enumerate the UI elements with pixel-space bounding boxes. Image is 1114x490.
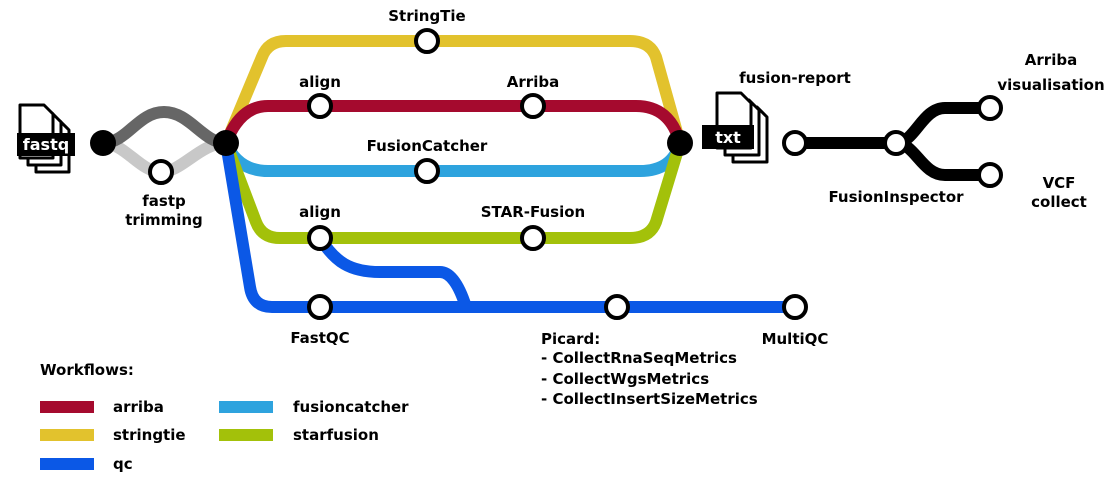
label-picard-insertsize: - CollectInsertSizeMetrics [541,390,758,408]
station-fusion-report [782,130,808,156]
label-fusion-report: fusion-report [739,69,851,87]
route-starfusion [220,137,686,244]
label-stringtie: StringTie [388,7,465,25]
legend-swatch-qc [40,458,94,470]
station-align-arriba [307,93,333,119]
station-fusion-inspector [883,130,909,156]
label-vcf: VCF [1043,174,1076,192]
route-report-arriba-vis [890,102,996,149]
legend-label-qc: qc [113,455,133,473]
station-vcf [977,162,1003,188]
route-report-vcf [890,137,996,181]
junction-merge [667,130,693,156]
label-picard-rnaseq: - CollectRnaSeqMetrics [541,349,737,367]
route-arriba [220,100,686,149]
legend-swatch-arriba [40,401,94,413]
label-picard-wgs: - CollectWgsMetrics [541,370,709,388]
route-qc-branch [314,232,472,313]
label-arriba: Arriba [507,73,559,91]
label-multiqc: MultiQC [762,330,829,348]
label-fastp: fastp [142,192,186,210]
station-arriba [520,93,546,119]
label-align-starfusion: align [299,203,341,221]
output-file-label: txt [715,128,741,147]
station-arriba-vis [977,95,1003,121]
station-align-starfusion [307,225,333,251]
label-arriba-vis-1: Arriba [1025,51,1077,69]
label-fastqc: FastQC [290,329,349,347]
fastq-file-icon: fastq [17,103,75,174]
station-star-fusion [520,225,546,251]
input-file-label: fastq [23,135,69,154]
station-stringtie [414,28,440,54]
label-picard: Picard: [541,330,600,348]
legend-swatch-fusioncatcher [219,401,273,413]
label-collect: collect [1031,193,1087,211]
legend-label-stringtie: stringtie [113,426,186,444]
route-qc [220,137,801,313]
legend-label-arriba: arriba [113,398,164,416]
station-multiqc [782,294,808,320]
legend-label-fusioncatcher: fusioncatcher [293,398,409,416]
label-trimming: trimming [125,211,203,229]
station-labels: StringTie align Arriba fusion-report Fus… [125,7,1104,408]
legend-title: Workflows: [40,361,134,379]
txt-file-icon: txt [702,91,769,164]
route-stringtie [220,35,686,149]
route-trimming [97,106,232,149]
legend: Workflows: arriba stringtie qc fusioncat… [40,361,409,473]
legend-label-starfusion: starfusion [293,426,379,444]
station-fusioncatcher [414,158,440,184]
station-picard [604,294,630,320]
label-align-arriba: align [299,73,341,91]
label-star-fusion: STAR-Fusion [481,203,586,221]
junction-input [90,130,116,156]
label-arriba-vis-2: visualisation [997,76,1104,94]
legend-swatch-stringtie [40,429,94,441]
legend-swatch-starfusion [219,429,273,441]
label-fusion-inspector: FusionInspector [828,188,964,206]
station-fastqc [307,294,333,320]
label-fusioncatcher: FusionCatcher [367,137,488,155]
junction-split [213,130,239,156]
stations [90,28,1003,320]
station-fastp [148,159,174,185]
